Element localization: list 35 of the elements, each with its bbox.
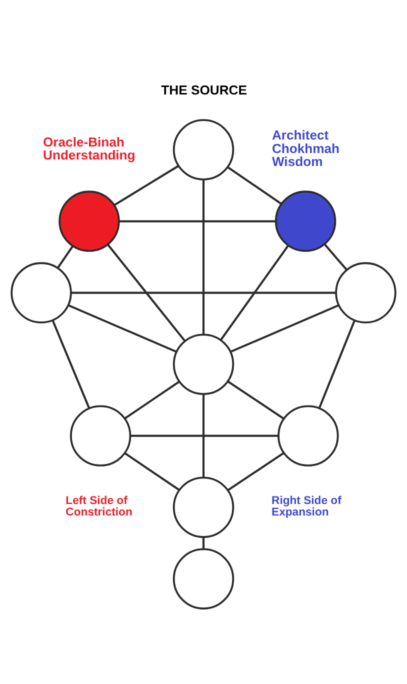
- connector: [324, 243, 348, 270]
- label: Right Side of Expansion: [272, 494, 342, 518]
- connector: [107, 243, 186, 342]
- connector: [114, 164, 179, 206]
- node-circle: [172, 333, 234, 394]
- connector: [52, 319, 90, 408]
- node-circle: [335, 262, 396, 323]
- connector: [220, 244, 290, 340]
- connector: [124, 380, 180, 419]
- connector: [119, 220, 276, 222]
- connector: [227, 380, 284, 419]
- connector: [71, 291, 336, 294]
- node-label: Architect Chokhmah Wisdom: [272, 127, 340, 168]
- node-circle: [274, 190, 336, 252]
- node-circle: [70, 404, 132, 466]
- connector: [227, 166, 282, 204]
- connector: [68, 304, 177, 352]
- node-circle: [10, 262, 72, 323]
- node-circle: [172, 476, 234, 538]
- connector: [227, 452, 284, 490]
- node-label: THE SOURCE: [161, 82, 247, 97]
- label: Left Side of Constriction: [66, 494, 132, 518]
- node-circle: [172, 548, 234, 609]
- connector: [202, 536, 205, 549]
- connector: [318, 319, 356, 408]
- node-circle: [172, 118, 234, 180]
- connector: [56, 245, 74, 268]
- connector: [130, 434, 278, 436]
- node-circle: [278, 404, 339, 466]
- connector: [202, 179, 205, 334]
- node-circle: [58, 190, 120, 252]
- node-label: Oracle-Binah Understanding: [43, 134, 136, 162]
- connector: [124, 452, 180, 490]
- connector: [230, 304, 339, 352]
- connector: [202, 394, 205, 478]
